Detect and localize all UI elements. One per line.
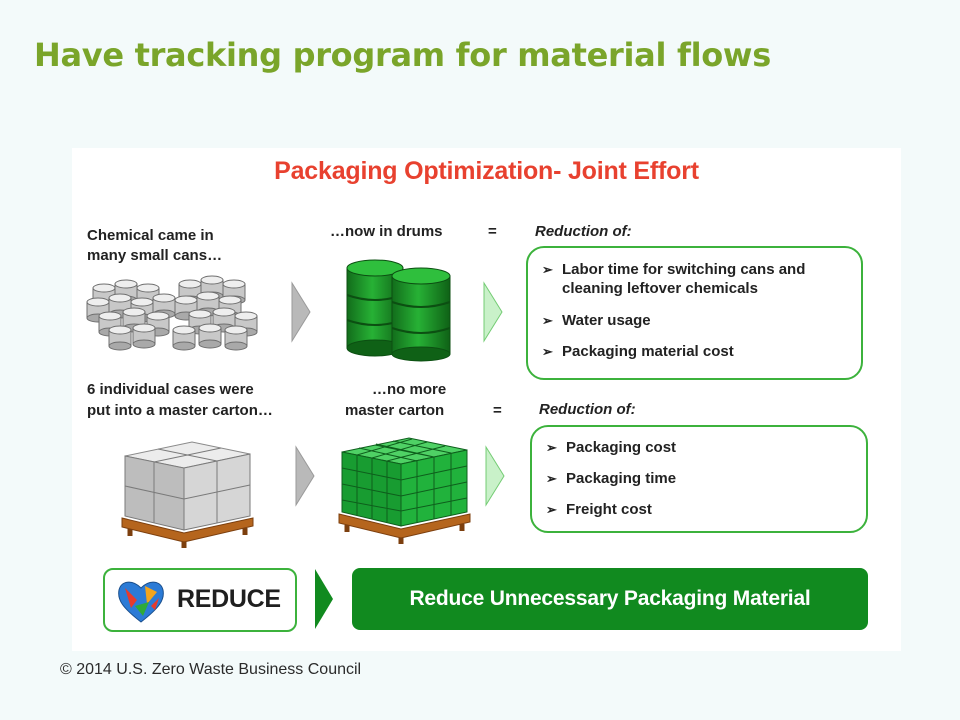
- grey-arrow-icon: [295, 445, 315, 507]
- copyright-footer: © 2014 U.S. Zero Waste Business Council: [60, 661, 362, 678]
- row1-item-packaging-material-cost: ➢ Packaging material cost: [542, 343, 734, 360]
- grey-arrow-icon: [291, 281, 311, 343]
- reduce-box: REDUCE: [103, 568, 297, 632]
- green-arrow-icon: [485, 445, 505, 507]
- grey-cases-pallet-icon: [121, 441, 254, 548]
- row1-before-text-line2: many small cans…: [87, 247, 223, 264]
- reduce-label: REDUCE: [177, 585, 281, 613]
- small-can-icon: [108, 325, 132, 351]
- row2-item-packaging-cost: ➢ Packaging cost: [546, 439, 677, 456]
- row2-reduction-heading: Reduction of:: [539, 401, 636, 418]
- row2-reduction-box: ➢ Packaging cost ➢ Packaging time ➢ Frei…: [530, 425, 868, 533]
- bullet-arrow-icon: ➢: [542, 313, 553, 328]
- small-cans-icon: [86, 275, 258, 351]
- row1-item-water-usage: ➢ Water usage: [542, 312, 651, 329]
- reduce-banner: Reduce Unnecessary Packaging Material: [352, 568, 868, 630]
- row2-item-packaging-time: ➢ Packaging time: [546, 470, 677, 487]
- slide-title: Have tracking program for material flows: [34, 36, 771, 74]
- recycle-heart-icon: [118, 581, 164, 623]
- row1-reduction-box: ➢ Labor time for switching cans and clea…: [526, 246, 863, 380]
- bullet-arrow-icon: ➢: [542, 262, 553, 277]
- small-can-icon: [198, 323, 222, 349]
- small-can-icon: [132, 323, 156, 349]
- row2-before-text-line2: put into a master carton…: [87, 402, 273, 419]
- green-solid-arrow-icon: [315, 569, 333, 629]
- row1-after-text: …now in drums: [330, 223, 443, 240]
- small-can-icon: [224, 325, 248, 351]
- green-arrow-icon: [483, 281, 503, 343]
- drums-icon: [346, 259, 451, 362]
- row2-before-text-line1: 6 individual cases were: [87, 381, 254, 398]
- row2-item-freight-cost: ➢ Freight cost: [546, 501, 652, 518]
- row1-reduction-heading: Reduction of:: [535, 223, 632, 240]
- bullet-arrow-icon: ➢: [546, 502, 557, 517]
- row1-before-text-line1: Chemical came in: [87, 227, 214, 244]
- row2-after-text-line1: …no more: [372, 381, 447, 398]
- drum-front-icon: [391, 267, 451, 362]
- row1-equals: =: [488, 223, 497, 240]
- row1-item-labor-time: ➢ Labor time for switching cans and clea…: [542, 261, 806, 297]
- green-cubes-pallet-icon: [338, 437, 471, 544]
- row2-equals: =: [493, 402, 502, 419]
- small-can-icon: [172, 325, 196, 351]
- diagram-title: Packaging Optimization- Joint Effort: [274, 157, 699, 185]
- row2-after-text-line2: master carton: [345, 402, 445, 419]
- bullet-arrow-icon: ➢: [546, 471, 557, 486]
- bullet-arrow-icon: ➢: [542, 344, 553, 359]
- diagram-panel: Packaging Optimization- Joint Effort Che…: [72, 148, 901, 651]
- bullet-arrow-icon: ➢: [546, 440, 557, 455]
